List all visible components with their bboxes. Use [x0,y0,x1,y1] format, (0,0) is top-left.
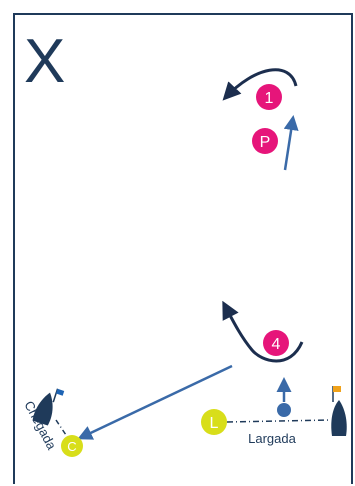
mark-c: C [61,435,83,457]
mark-1: 1 [256,84,282,110]
course-title: X [24,27,65,96]
sailboat-icon [331,386,347,436]
flag-icon [56,388,65,396]
start-line [226,419,332,423]
mark-l-label: L [210,415,219,432]
mark-1-label: 1 [265,90,274,107]
mark-l: L [201,409,227,435]
diagram-frame [13,13,353,484]
mark-p: P [252,128,278,154]
mark-c-label: C [67,439,76,454]
finish-leg-arrow [77,364,233,440]
mark-4-label: 4 [272,336,281,353]
mark-4-rounding-path [222,300,304,363]
buoy-icon [277,403,291,417]
mark-1-rounding-path [222,68,298,101]
start-label: Largada [248,431,296,446]
upwind-leg-arrow [283,115,299,171]
mark-4: 4 [263,330,289,356]
finish-boat [32,388,65,426]
mark-p-label: P [260,134,271,151]
